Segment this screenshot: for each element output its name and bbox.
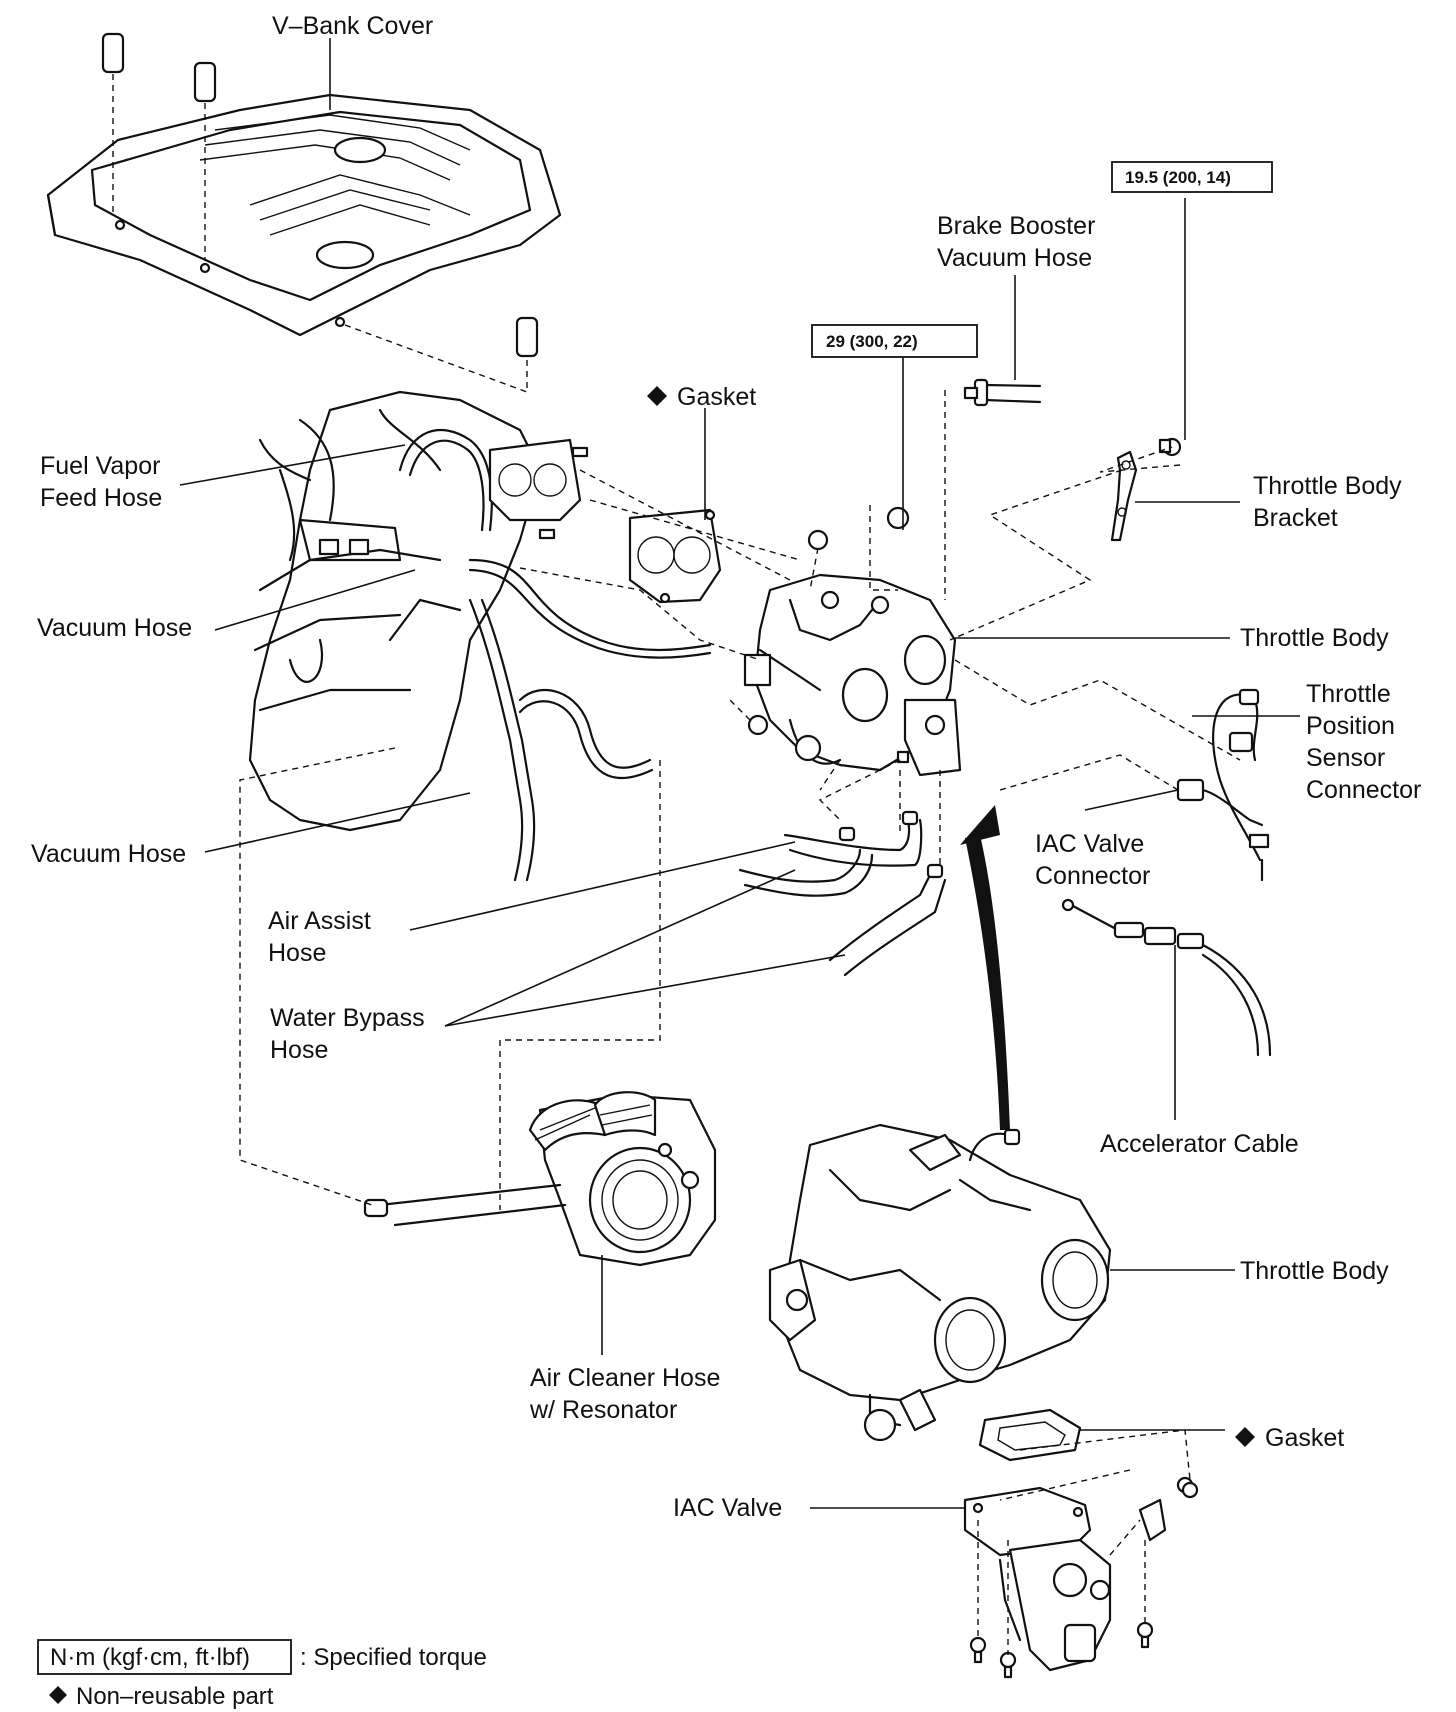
- label-tps-connector-line1: Throttle: [1306, 680, 1391, 708]
- v-bank-cover-part: [46, 93, 562, 337]
- iac-valve-connector-part: [1176, 778, 1264, 827]
- label-throttle-body-bracket-line2: Bracket: [1253, 504, 1338, 532]
- label-v-bank-cover: V–Bank Cover: [272, 12, 433, 40]
- torque-spec-bracket: 19.5 (200, 14): [1111, 161, 1273, 193]
- non-reusable-diamond-icon-2: [1235, 1427, 1255, 1447]
- label-air-assist-hose-line1: Air Assist: [268, 907, 371, 935]
- label-throttle-body-upper: Throttle Body: [1240, 624, 1389, 652]
- label-gasket-upper: Gasket: [677, 383, 756, 411]
- label-tps-connector-line4: Connector: [1306, 776, 1421, 804]
- leader-lines: [179, 38, 1300, 1509]
- vacuum-hose-part-2: [468, 598, 654, 882]
- label-fuel-vapor-feed-hose-line2: Feed Hose: [40, 484, 162, 512]
- label-iac-valve-connector-line1: IAC Valve: [1035, 830, 1144, 858]
- label-water-bypass-hose-line2: Hose: [270, 1036, 328, 1064]
- label-vacuum-hose-1: Vacuum Hose: [37, 614, 192, 642]
- iac-valve-screws: [969, 1481, 1199, 1679]
- brake-booster-hose-part: [963, 378, 1042, 407]
- label-brake-booster-line1: Brake Booster: [937, 212, 1095, 240]
- label-water-bypass-hose-line1: Water Bypass: [270, 1004, 425, 1032]
- label-air-cleaner-hose-line2: w/ Resonator: [529, 1396, 677, 1424]
- legend: N·m (kgf·cm, ft·lbf) : Specified torque …: [37, 1639, 487, 1710]
- torque-value-throttle-nut: 29 (300, 22): [826, 332, 918, 351]
- label-air-cleaner-hose-line1: Air Cleaner Hose: [530, 1364, 720, 1392]
- label-throttle-body-bracket-line1: Throttle Body: [1253, 472, 1402, 500]
- label-brake-booster-line2: Vacuum Hose: [937, 244, 1092, 272]
- vacuum-hose-part-1: [468, 558, 712, 659]
- iac-valve-part: [963, 1476, 1194, 1672]
- label-tps-connector-line3: Sensor: [1306, 744, 1385, 772]
- label-throttle-body-lower: Throttle Body: [1240, 1257, 1389, 1285]
- accelerator-cable-part: [1061, 898, 1272, 1057]
- throttle-body-bracket-part: [1110, 437, 1182, 542]
- fuel-vapor-feed-hose-part: [398, 428, 493, 532]
- cover-grommets: [101, 32, 539, 394]
- gasket-lower-part: [978, 1408, 1082, 1462]
- water-bypass-hose-part: [738, 848, 947, 977]
- air-cleaner-hose-part: [363, 1091, 717, 1267]
- throttle-position-sensor-connector-part: [1212, 688, 1270, 882]
- label-air-assist-hose-line2: Hose: [268, 939, 326, 967]
- throttle-body-upper-part: [743, 573, 962, 777]
- assembly-lines: [239, 390, 1241, 1655]
- intake-flange-part: [488, 438, 589, 540]
- legend-diamond-icon: [49, 1686, 67, 1704]
- legend-non-reusable: Non–reusable part: [76, 1683, 274, 1710]
- legend-torque-unit: N·m (kgf·cm, ft·lbf): [50, 1644, 250, 1671]
- label-tps-connector-line2: Position: [1306, 712, 1395, 740]
- label-vacuum-hose-2: Vacuum Hose: [31, 840, 186, 868]
- torque-value-bracket: 19.5 (200, 14): [1125, 168, 1231, 187]
- legend-torque-desc: : Specified torque: [300, 1644, 487, 1671]
- throttle-body-lower-part: [768, 1123, 1112, 1442]
- intake-manifold-part: [248, 390, 542, 832]
- label-accelerator-cable: Accelerator Cable: [1100, 1130, 1299, 1158]
- torque-spec-throttle-nut: 29 (300, 22): [811, 324, 978, 358]
- labels: V–Bank Cover Fuel Vapor Feed Hose Vacuum…: [31, 12, 1421, 1522]
- label-fuel-vapor-feed-hose-line1: Fuel Vapor: [40, 452, 160, 480]
- label-iac-valve: IAC Valve: [673, 1494, 782, 1522]
- non-reusable-diamond-icon: [647, 386, 667, 406]
- label-gasket-lower: Gasket: [1265, 1424, 1344, 1452]
- label-iac-valve-connector-line2: Connector: [1035, 862, 1150, 890]
- assembly-arrow: [960, 805, 1010, 1130]
- gasket-upper-part: [628, 508, 722, 604]
- air-assist-hose-part: [783, 810, 923, 867]
